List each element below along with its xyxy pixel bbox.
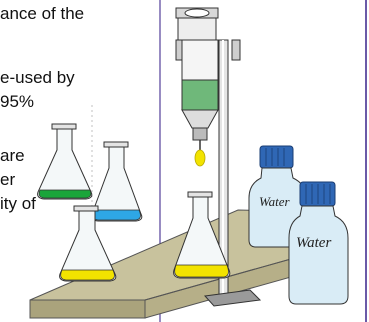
text-fragment-2: e-used by (0, 68, 75, 87)
bottle-label: Water (296, 235, 331, 251)
text-fragment-5: er (0, 170, 16, 189)
text-fragment-3: 95% (0, 92, 35, 111)
flask-icon (37, 123, 93, 200)
flask-icon (59, 205, 117, 282)
bottle-label: Water (259, 194, 291, 209)
stand-icon (203, 39, 262, 307)
burette-icon (175, 7, 241, 167)
flask-icon (173, 191, 231, 279)
text-fragment-4: are (0, 146, 25, 165)
water-bottle-icon: Water (288, 181, 349, 305)
flask-icon (91, 141, 143, 222)
text-fragment-1: ance of the (0, 4, 85, 23)
text-fragment-6: ity of (0, 194, 36, 213)
